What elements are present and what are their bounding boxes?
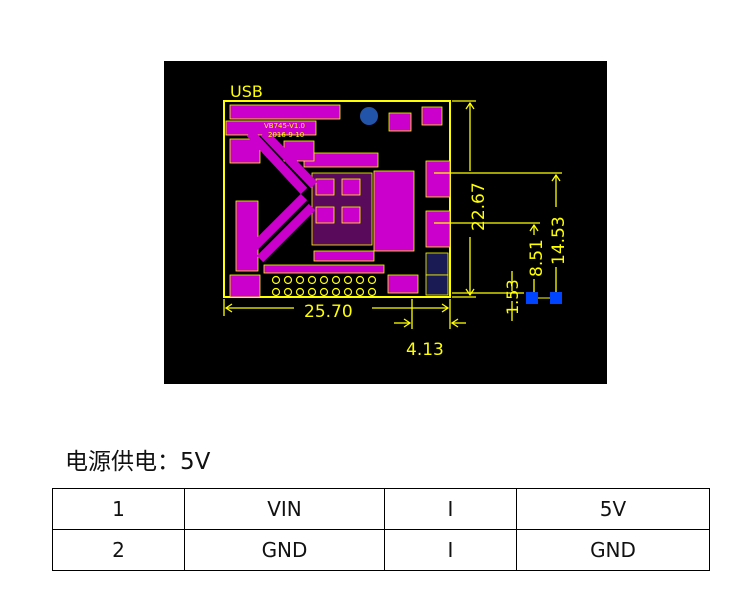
pin-number: 1 xyxy=(52,488,185,530)
pcb-layout-image: USB xyxy=(164,61,607,384)
board-outline xyxy=(223,100,451,298)
pin-direction: I xyxy=(384,529,517,571)
width-dimension xyxy=(223,299,450,316)
usb-label: USB xyxy=(230,82,263,101)
pad-2 xyxy=(550,292,562,304)
pin-offset-dimension xyxy=(452,271,524,321)
pin1-height-label: 14.53 xyxy=(549,216,569,265)
header-pins xyxy=(271,275,377,297)
pin-offset-label: 1.53 xyxy=(503,279,522,315)
height-dimension-label: 22.67 xyxy=(469,182,489,231)
diagonal-traces xyxy=(246,129,318,263)
offset-dimension xyxy=(394,299,466,329)
pin-name: VIN xyxy=(184,488,385,530)
table-row: 2 GND I GND xyxy=(52,529,710,571)
power-supply-label: 电源供电：5V xyxy=(65,449,211,475)
pin-value: GND xyxy=(516,529,710,571)
pin-name: GND xyxy=(184,529,385,571)
board-version-text: VB745-V1.0 xyxy=(264,122,305,130)
board-date-text: 2016-9-10 xyxy=(268,131,304,139)
pin1-height-dimension xyxy=(434,172,562,295)
table-row: 1 VIN I 5V xyxy=(52,488,710,530)
pin-direction: I xyxy=(384,488,517,530)
pin-table: 1 VIN I 5V 2 GND I GND xyxy=(52,488,710,571)
pin2-height-label: 8.51 xyxy=(527,239,547,277)
pin-value: 5V xyxy=(516,488,710,530)
pad-1 xyxy=(526,292,538,304)
width-dimension-label: 25.70 xyxy=(304,302,353,322)
component-area xyxy=(225,104,451,298)
offset-dimension-label: 4.13 xyxy=(406,340,444,360)
pin-number: 2 xyxy=(52,529,185,571)
height-dimension xyxy=(452,100,476,298)
